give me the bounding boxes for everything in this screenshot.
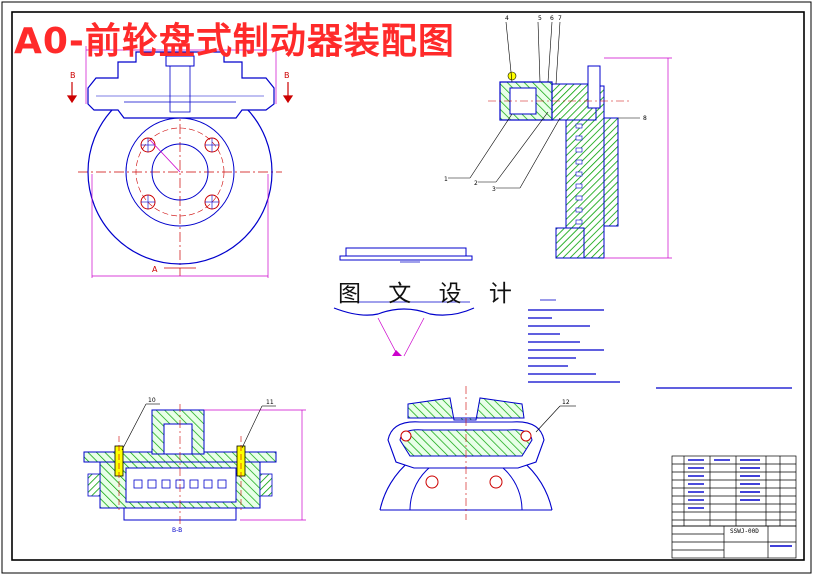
part-number-11: 11 (266, 399, 274, 406)
section-a-label: A (152, 265, 158, 274)
caliper-body (87, 51, 275, 119)
part-number-6: 6 (550, 15, 554, 22)
section-bb-label: B-B (172, 527, 182, 534)
pad-detail-view (333, 247, 475, 357)
center-bore (151, 143, 209, 201)
part-number-12: 12 (562, 399, 570, 406)
drawing-title: A0-前轮盘式制动器装配图 (14, 21, 455, 62)
watermark-text: 图 文 设 计 (338, 281, 522, 307)
drawing-code: SSWJ-00D (730, 528, 759, 535)
part-number-8: 8 (643, 115, 647, 122)
part-number-2: 2 (474, 180, 478, 187)
inner-border (11, 11, 805, 561)
part-number-4: 4 (505, 15, 509, 22)
part-number-10: 10 (148, 397, 156, 404)
section-bb-view: 10 11 B-B (83, 397, 306, 534)
section-b-label-left: B (70, 71, 76, 80)
part-number-1: 1 (444, 176, 448, 183)
caliper-top-view: 12 (379, 386, 576, 520)
part-number-7: 7 (558, 15, 562, 22)
section-b-label-right: B (284, 71, 290, 80)
part-number-3: 3 (492, 186, 496, 193)
title-block (671, 455, 797, 559)
technical-requirements (528, 299, 792, 389)
part-number-5: 5 (538, 15, 542, 22)
side-section-view: 4 5 6 7 1 2 3 8 (444, 15, 672, 259)
front-view: B B A (66, 46, 294, 278)
